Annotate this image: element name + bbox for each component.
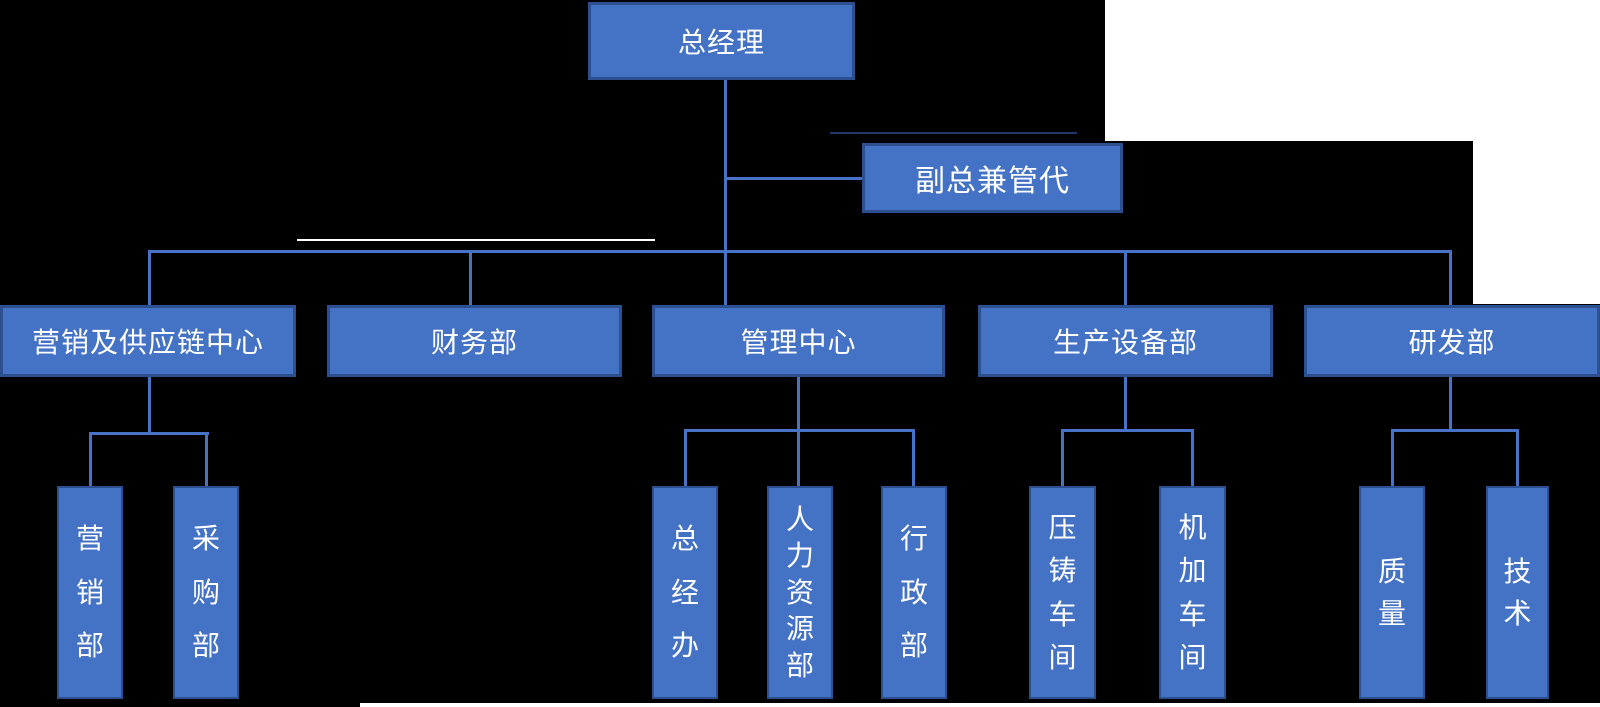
- org-node-label: 生产设备部: [1052, 327, 1198, 358]
- connector-dist-marketing-supply: [89, 432, 209, 435]
- org-node-deputy-gm[interactable]: 副总兼管代: [862, 143, 1123, 213]
- org-node-label: 总经理: [677, 27, 765, 58]
- connector-drop-tech: [1516, 429, 1519, 486]
- org-node-label: 压铸车间: [1048, 511, 1077, 673]
- connector-main-horizontal: [149, 250, 1452, 253]
- org-node-label: 行政部: [899, 523, 928, 662]
- connector-drop-quality: [1391, 429, 1394, 486]
- org-node-label: 总经办: [670, 523, 699, 662]
- connector-drop-die-casting: [1061, 429, 1064, 486]
- connector-drop-machining: [1191, 429, 1194, 486]
- connector-stem-production: [1124, 377, 1127, 431]
- connector-stem-mgmt-center: [797, 377, 800, 431]
- org-node-label: 采购部: [191, 523, 220, 662]
- connector-drop-production: [1124, 250, 1127, 306]
- org-node-label: 研发部: [1408, 327, 1496, 358]
- org-node-admin-dept[interactable]: 行政部: [881, 486, 947, 699]
- org-node-tech[interactable]: 技术: [1486, 486, 1549, 699]
- org-node-label: 财务部: [430, 327, 518, 358]
- org-node-machining-workshop[interactable]: 机加车间: [1159, 486, 1226, 699]
- org-node-label: 质量: [1377, 556, 1406, 629]
- white-background-sliver: [297, 239, 655, 241]
- org-node-production-equipment-dept[interactable]: 生产设备部: [978, 305, 1273, 377]
- connector-drop-finance: [469, 250, 472, 306]
- org-node-purchasing-dept[interactable]: 采购部: [173, 486, 239, 699]
- connector-drop-purchasing: [205, 432, 208, 486]
- white-background-patch-top-right: [1105, 0, 1600, 141]
- connector-drop-marketing: [89, 432, 92, 486]
- connector-drop-mgmt-center: [724, 250, 727, 306]
- org-node-mgmt-center[interactable]: 管理中心: [652, 305, 945, 377]
- faint-horizontal-line: [830, 132, 1077, 134]
- org-node-label: 管理中心: [740, 327, 857, 358]
- org-node-label: 副总兼管代: [915, 165, 1070, 198]
- org-node-die-casting-workshop[interactable]: 压铸车间: [1029, 486, 1096, 699]
- connector-stem-marketing-supply: [148, 377, 151, 434]
- org-node-label: 营销部: [75, 523, 104, 662]
- connector-drop-marketing-supply: [148, 250, 151, 306]
- connector-drop-hr: [797, 429, 800, 486]
- connector-trunk: [724, 80, 727, 252]
- connector-stem-rnd: [1449, 377, 1452, 431]
- org-node-marketing-dept[interactable]: 营销部: [57, 486, 123, 699]
- org-node-label: 技术: [1503, 556, 1532, 629]
- white-background-strip-bottom: [360, 703, 1600, 707]
- org-node-label: 机加车间: [1178, 511, 1207, 673]
- connector-dist-rnd: [1391, 429, 1519, 432]
- connector-drop-admin: [912, 429, 915, 486]
- connector-drop-rnd: [1449, 250, 1452, 306]
- org-node-label: 人力资源部: [785, 504, 814, 681]
- white-background-patch-right: [1473, 141, 1600, 304]
- connector-drop-gm-office: [684, 429, 687, 486]
- org-node-label: 营销及供应链中心: [31, 327, 264, 358]
- org-node-marketing-supply-center[interactable]: 营销及供应链中心: [0, 305, 296, 377]
- org-node-rnd-dept[interactable]: 研发部: [1304, 305, 1600, 377]
- connector-dist-production: [1061, 429, 1194, 432]
- org-node-quality[interactable]: 质量: [1359, 486, 1425, 699]
- org-node-general-manager[interactable]: 总经理: [588, 2, 855, 80]
- org-node-gm-office[interactable]: 总经办: [652, 486, 718, 699]
- org-node-hr-dept[interactable]: 人力资源部: [767, 486, 833, 699]
- connector-to-deputy: [724, 177, 862, 180]
- org-node-finance-dept[interactable]: 财务部: [327, 305, 622, 377]
